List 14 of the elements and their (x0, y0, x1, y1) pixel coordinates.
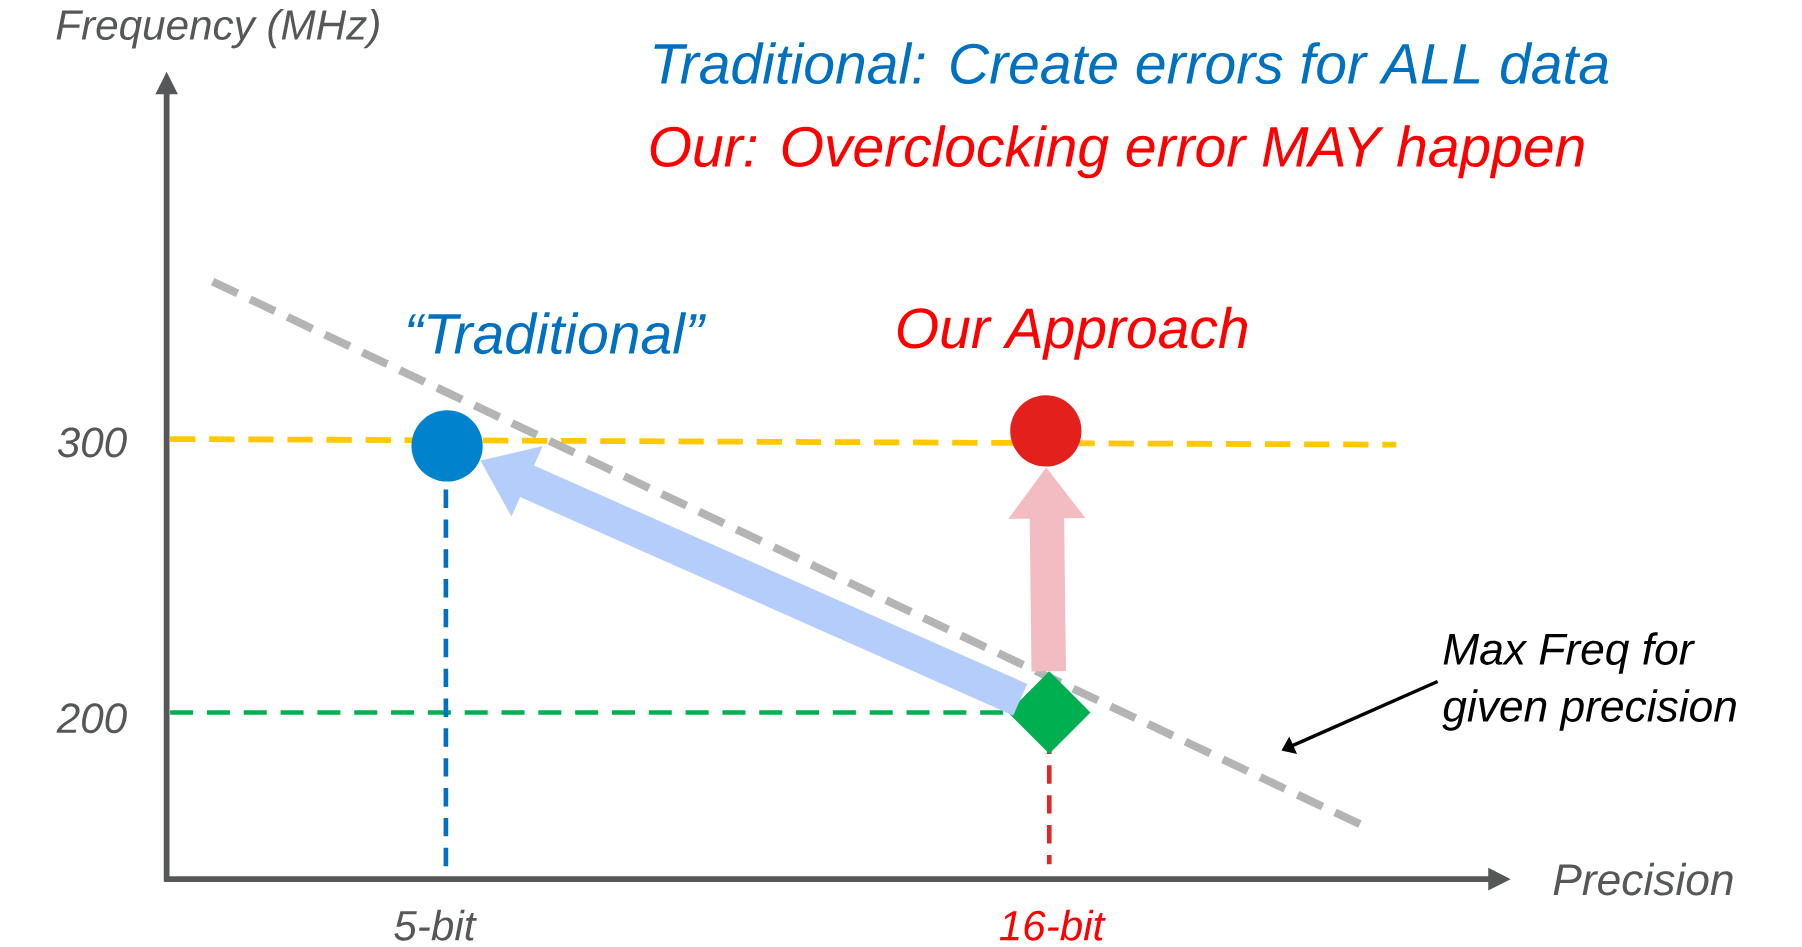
tick-label: 5-bit (394, 909, 477, 941)
point-label: Our Approach (897, 306, 1247, 360)
tick-label: 200 (56, 703, 127, 734)
data-point (1008, 671, 1091, 754)
tick-label: 16-bit (999, 909, 1106, 941)
tick-label: 300 (57, 427, 127, 458)
data-point (411, 410, 483, 482)
heading: Our: Overclocking error MAY happen (650, 125, 1584, 179)
annotation-text: Max Freq for given precision (1442, 632, 1736, 731)
data-point (1010, 395, 1082, 467)
heading: Traditional: Create errors for ALL data (654, 42, 1609, 85)
axis-title: Frequency (MHz) (56, 9, 379, 49)
axis-title: Precision (1553, 862, 1733, 896)
point-label: “Traditional” (408, 312, 706, 355)
